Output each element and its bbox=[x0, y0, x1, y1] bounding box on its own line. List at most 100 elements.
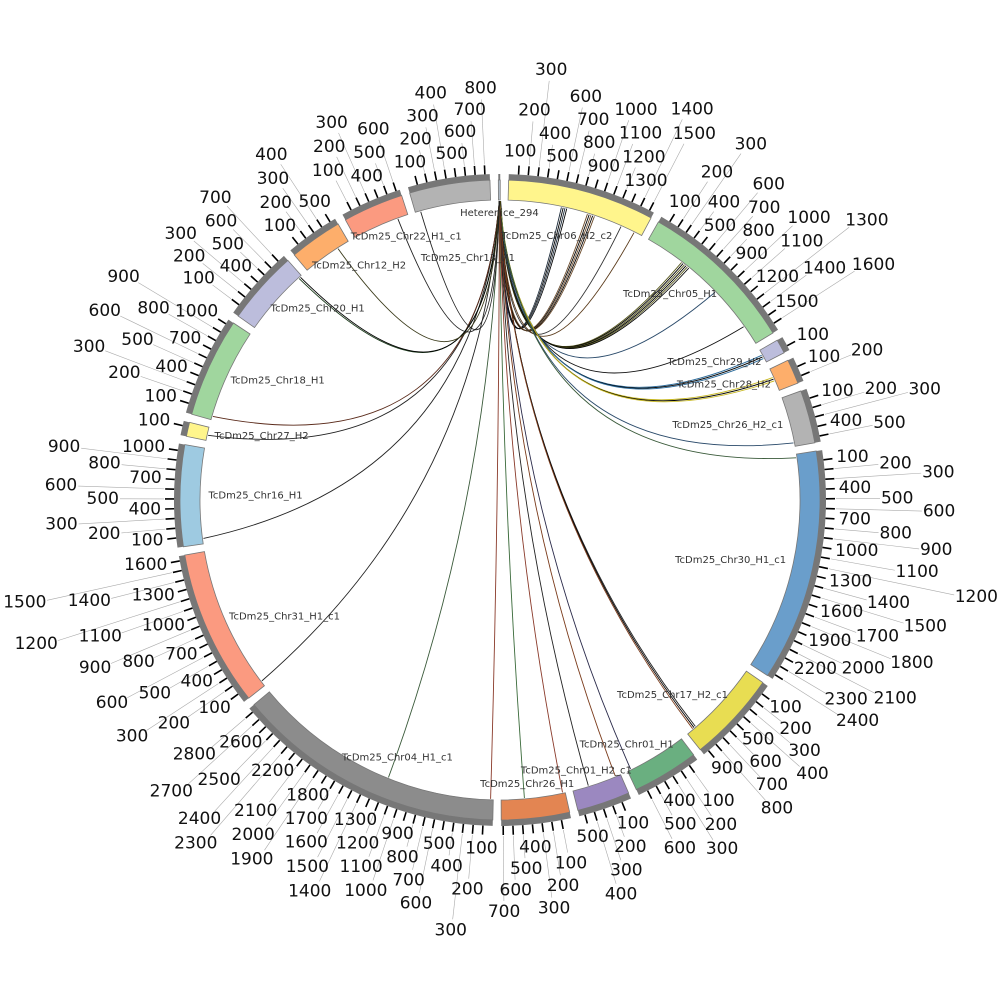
tick-label: 300 bbox=[610, 861, 642, 881]
tick-leader bbox=[617, 143, 633, 186]
tick-leader bbox=[660, 794, 673, 816]
segment-band[interactable] bbox=[184, 551, 265, 699]
tick-leader bbox=[626, 167, 636, 189]
segment-band[interactable] bbox=[293, 223, 349, 271]
segment-axis bbox=[700, 682, 768, 755]
tick-leader bbox=[723, 216, 753, 250]
segment-band[interactable] bbox=[750, 450, 821, 677]
segment-tcdm25-chr29-h2[interactable] bbox=[759, 337, 796, 363]
segment-tcdm25-chr01-h2-c1[interactable] bbox=[572, 774, 632, 824]
tick-mark bbox=[168, 448, 178, 452]
tick-leader bbox=[232, 229, 265, 262]
tick-mark bbox=[701, 236, 709, 245]
tick-label: 200 bbox=[547, 876, 579, 896]
tick-leader bbox=[644, 119, 683, 198]
segment-band[interactable] bbox=[627, 738, 695, 791]
segment-tcdm25-chr04-h1-c1[interactable] bbox=[245, 691, 494, 835]
tick-label: 1200 bbox=[622, 147, 665, 167]
tick-mark bbox=[258, 726, 267, 734]
tick-label: 500 bbox=[510, 859, 542, 879]
link-tcdm25-chr05-h1 bbox=[498, 200, 716, 359]
segment-tcdm25-chr12-h2[interactable] bbox=[290, 213, 349, 271]
segment-band[interactable] bbox=[687, 670, 764, 751]
segment-band[interactable] bbox=[191, 322, 251, 421]
segment-axis bbox=[342, 189, 402, 220]
tick-mark bbox=[299, 230, 307, 239]
tick-mark bbox=[173, 422, 183, 427]
segment-band[interactable] bbox=[497, 179, 501, 201]
segment-band[interactable] bbox=[253, 691, 494, 821]
segment-axis bbox=[233, 255, 288, 317]
tick-label: 700 bbox=[165, 644, 197, 664]
tick-label: 400 bbox=[351, 166, 383, 186]
tick-label: 200 bbox=[614, 837, 646, 857]
tick-label: 400 bbox=[220, 257, 252, 277]
segment-tcdm25-chr06-h2-c2[interactable] bbox=[507, 165, 655, 237]
segment-band[interactable] bbox=[781, 390, 816, 447]
tick-label: 1200 bbox=[15, 634, 58, 654]
segment-tcdm25-chr05-h1[interactable] bbox=[647, 213, 782, 344]
tick-mark bbox=[729, 730, 738, 738]
tick-mark bbox=[786, 340, 796, 347]
tick-leader bbox=[824, 392, 909, 415]
tick-label: 600 bbox=[357, 119, 389, 139]
tick-mark bbox=[631, 193, 637, 203]
segment-tcdm25-chr13-h1[interactable] bbox=[407, 165, 491, 213]
segment-tcdm25-chr18-h1[interactable] bbox=[179, 318, 251, 421]
segment-tcdm25-chr30-h1-c1[interactable] bbox=[750, 450, 836, 681]
segment-heterenice-294[interactable] bbox=[497, 174, 501, 201]
segment-band[interactable] bbox=[179, 444, 205, 548]
segment-band[interactable] bbox=[572, 774, 630, 811]
tick-mark bbox=[393, 808, 398, 819]
tick-label: 500 bbox=[299, 192, 331, 212]
tick-mark bbox=[655, 785, 662, 795]
tick-leader bbox=[763, 707, 783, 723]
segment-band[interactable] bbox=[344, 194, 409, 238]
tick-label: 700 bbox=[577, 110, 609, 130]
segment-band[interactable] bbox=[647, 221, 774, 344]
tick-leader bbox=[830, 558, 895, 571]
segment-band[interactable] bbox=[769, 359, 799, 391]
link-tcdm25-chr01-h1 bbox=[498, 200, 631, 770]
tick-mark bbox=[392, 182, 397, 192]
tick-leader bbox=[146, 683, 219, 731]
segment-band[interactable] bbox=[507, 179, 652, 237]
segment-axis bbox=[658, 216, 779, 333]
segment-tcdm25-chr27-h2[interactable] bbox=[173, 420, 210, 441]
segment-band[interactable] bbox=[185, 421, 210, 441]
tick-mark bbox=[296, 758, 303, 767]
segment-tcdm25-chr17-h2-c1[interactable] bbox=[687, 670, 770, 759]
segment-tcdm25-chr31-h1-c1[interactable] bbox=[170, 551, 265, 702]
tick-mark bbox=[166, 527, 176, 530]
segment-band[interactable] bbox=[759, 339, 785, 363]
tick-mark bbox=[316, 219, 323, 228]
tick-label: 500 bbox=[546, 146, 578, 166]
tick-label: 100 bbox=[138, 410, 170, 430]
tick-label: 1500 bbox=[904, 616, 947, 636]
tick-mark bbox=[612, 805, 617, 815]
tick-label: 1600 bbox=[285, 833, 328, 853]
tick-leader bbox=[834, 464, 879, 469]
segment-tcdm25-chr26-h1[interactable] bbox=[500, 792, 572, 835]
tick-label: 100 bbox=[312, 161, 344, 181]
tick-leader bbox=[783, 679, 839, 716]
tick-label: 2700 bbox=[150, 782, 193, 802]
tick-label: 600 bbox=[400, 894, 432, 914]
tick-label: 200 bbox=[260, 193, 292, 213]
tick-leader bbox=[120, 315, 198, 354]
segment-band[interactable] bbox=[237, 259, 302, 329]
segment-axis bbox=[407, 174, 490, 194]
segment-band[interactable] bbox=[500, 792, 571, 821]
tick-mark bbox=[208, 660, 218, 667]
tick-label: 800 bbox=[122, 652, 154, 672]
tick-label: 100 bbox=[769, 698, 801, 718]
link-tcdm25-chr06-h2-c2 bbox=[499, 200, 595, 332]
segment-tcdm25-chr22-h1-c1[interactable] bbox=[342, 182, 409, 238]
segment-tcdm25-chr16-h1[interactable] bbox=[164, 443, 205, 548]
segment-tcdm25-chr26-h2-c1[interactable] bbox=[781, 388, 829, 447]
segment-tcdm25-chr28-h2[interactable] bbox=[769, 357, 810, 391]
segment-tcdm25-chr01-h1[interactable] bbox=[627, 738, 698, 800]
segment-label: TcDm25_Chr01_H2_c1 bbox=[520, 766, 632, 777]
segment-tcdm25-chr20-h1[interactable] bbox=[231, 254, 302, 329]
tick-leader bbox=[729, 744, 761, 778]
